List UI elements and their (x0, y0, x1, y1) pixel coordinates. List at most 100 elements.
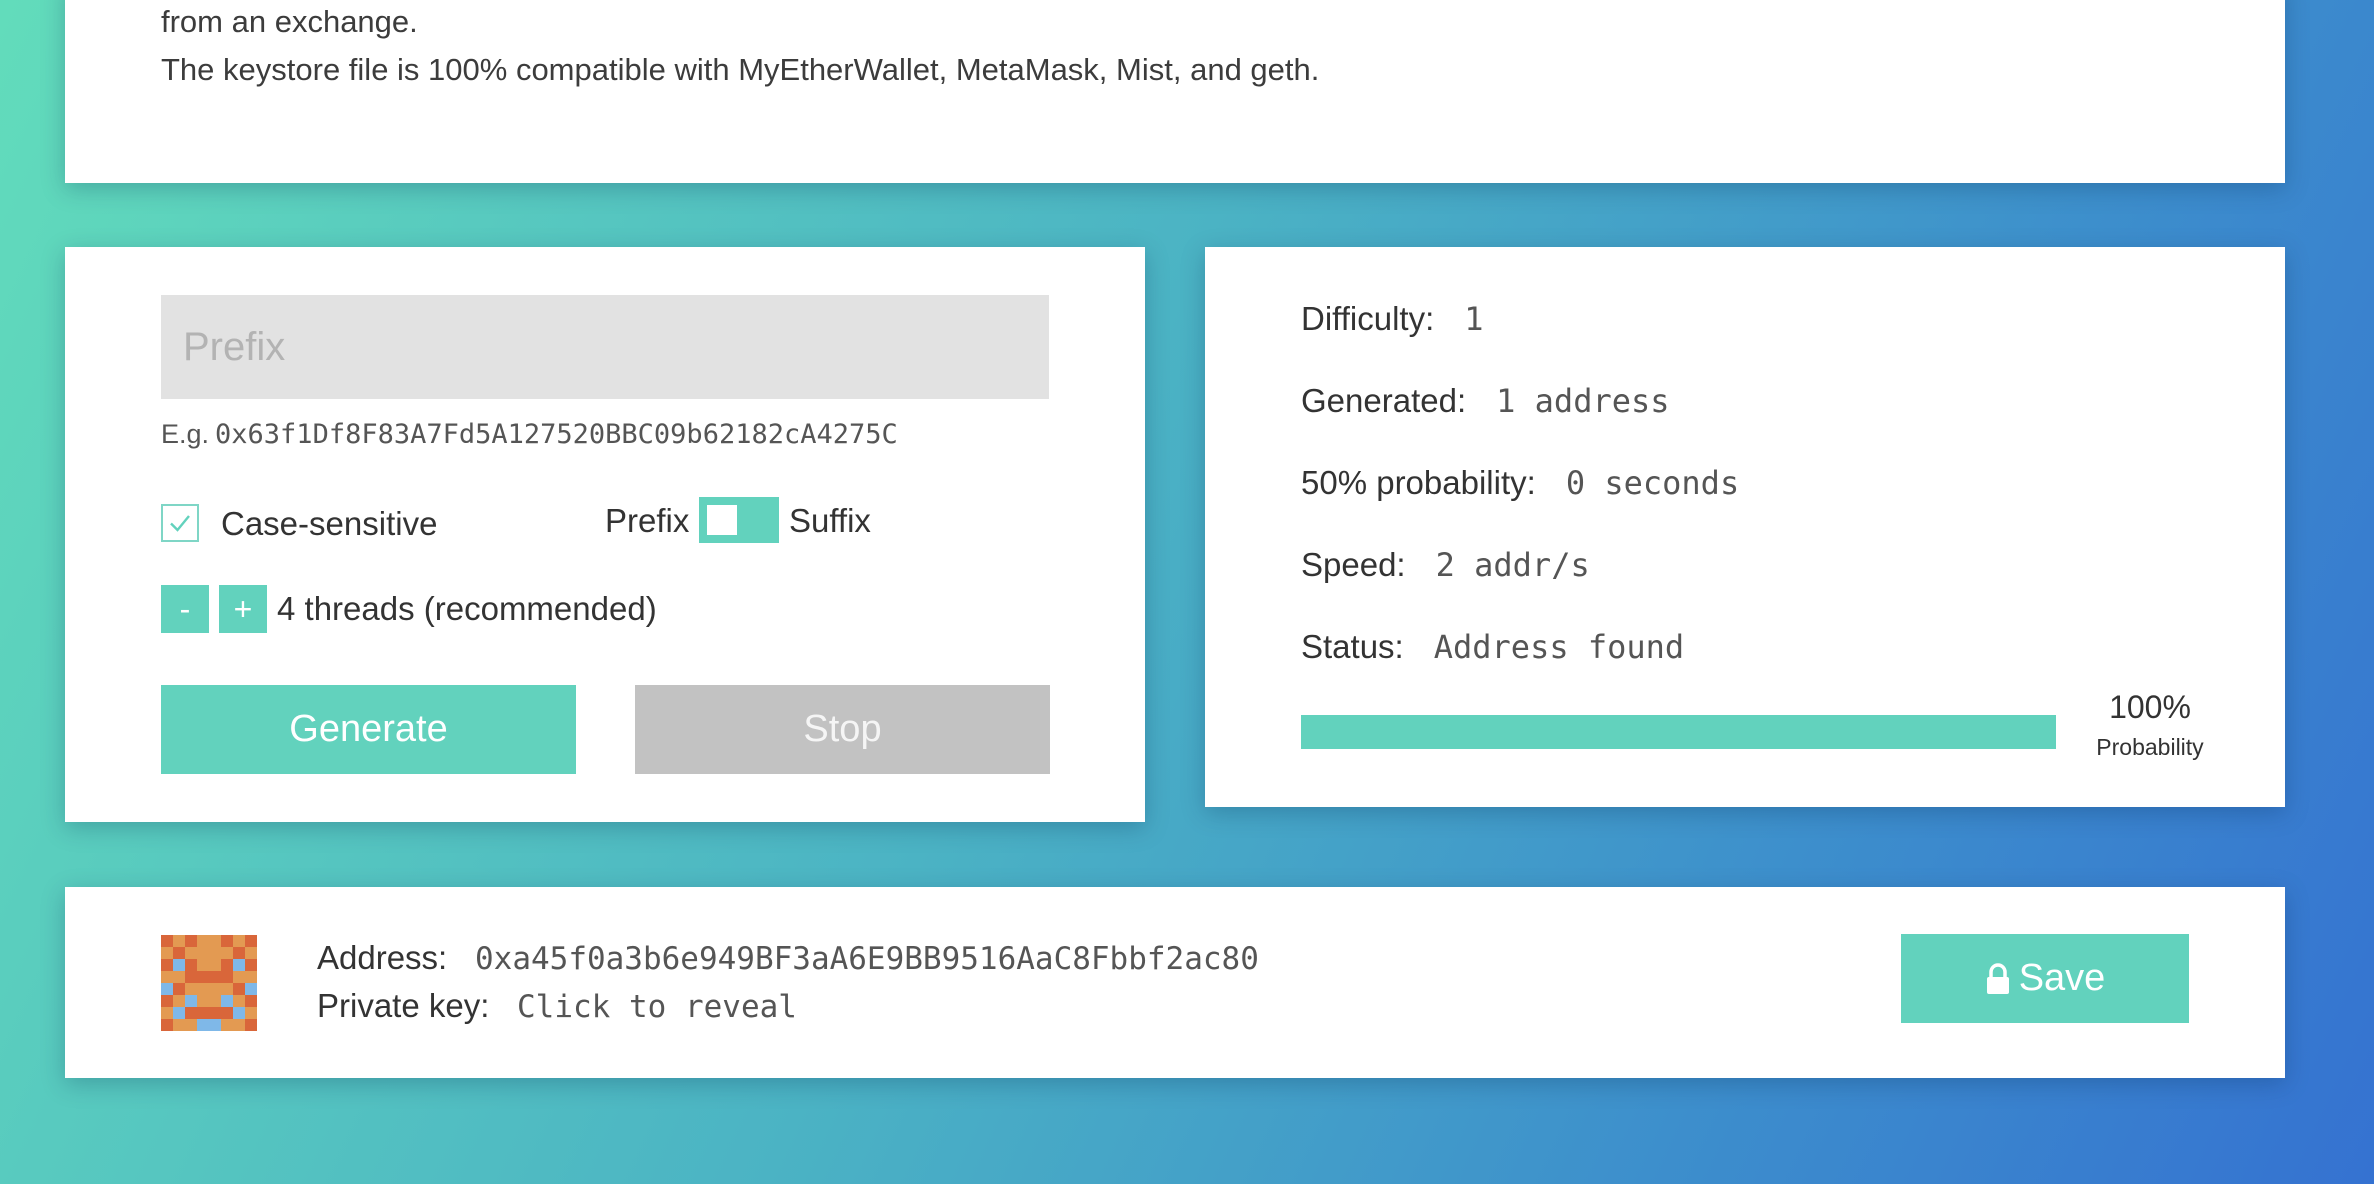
private-key-reveal[interactable]: Click to reveal (517, 989, 797, 1025)
identicon-pixel (233, 983, 245, 995)
probability50-row: 50% probability: 0 seconds (1301, 461, 1739, 505)
toggle-suffix-label: Suffix (789, 502, 871, 539)
checkmark-icon (170, 515, 190, 532)
compatibility-text: The keystore file is 100% compatible wit… (161, 52, 1320, 87)
identicon-pixel (221, 959, 233, 971)
identicon-pixel (209, 947, 221, 959)
status-value: Address found (1433, 628, 1685, 666)
private-key-label: Private key: (317, 987, 490, 1024)
probability-caption: Probability (2096, 734, 2204, 760)
generator-form-card: E.g.0x63f1Df8F83A7Fd5A127520BBC09b62182c… (65, 247, 1145, 822)
identicon-pixel (209, 1019, 221, 1031)
identicon-pixel (173, 983, 185, 995)
identicon-pixel (233, 935, 245, 947)
probability-progress-fill (1301, 715, 2056, 749)
speed-label: Speed: (1301, 546, 1406, 583)
identicon-pixel (161, 983, 173, 995)
identicon-pixel (245, 935, 257, 947)
example-row: E.g.0x63f1Df8F83A7Fd5A127520BBC09b62182c… (161, 419, 898, 450)
identicon-pixel (245, 983, 257, 995)
identicon-pixel (209, 983, 221, 995)
identicon-pixel (245, 995, 257, 1007)
decrease-threads-button[interactable]: - (161, 585, 209, 633)
save-button[interactable]: Save (1901, 934, 2189, 1023)
identicon-pixel (173, 959, 185, 971)
identicon-pixel (173, 935, 185, 947)
identicon-pixel (233, 959, 245, 971)
result-card: Address: 0xa45f0a3b6e949BF3aA6E9BB9516Aa… (65, 887, 2285, 1078)
status-row: Status: Address found (1301, 625, 1684, 669)
speed-row: Speed: 2 addr/s (1301, 543, 1590, 587)
intro-text-line: from an exchange. (161, 4, 418, 39)
threads-count-text: 4 threads (recommended) (277, 590, 657, 627)
identicon-pixel (173, 995, 185, 1007)
difficulty-label: Difficulty: (1301, 300, 1435, 337)
identicon-pixel (197, 983, 209, 995)
identicon-pixel (173, 971, 185, 983)
identicon-pixel (221, 1007, 233, 1019)
identicon-pixel (185, 983, 197, 995)
identicon-pixel (185, 971, 197, 983)
generate-button[interactable]: Generate (161, 685, 576, 774)
identicon-pixel (161, 959, 173, 971)
prefix-suffix-toggle[interactable] (699, 497, 779, 543)
statistics-card: Difficulty: 1 Generated: 1 address 50% pro… (1205, 247, 2285, 807)
example-address: 0x63f1Df8F83A7Fd5A127520BBC09b62182cA427… (215, 419, 898, 450)
difficulty-value: 1 (1464, 300, 1484, 338)
generated-label: Generated: (1301, 382, 1467, 419)
lock-icon (1985, 962, 2011, 995)
identicon-pixel (197, 959, 209, 971)
identicon-pixel (185, 1007, 197, 1019)
identicon-pixel (233, 947, 245, 959)
stop-button[interactable]: Stop (635, 685, 1050, 774)
intro-card: from an exchange. The keystore file is 1… (65, 0, 2285, 183)
identicon-pixel (185, 947, 197, 959)
prefix-input[interactable] (161, 295, 1049, 399)
difficulty-row: Difficulty: 1 (1301, 297, 1484, 341)
probability-progress-bar (1301, 715, 2056, 749)
identicon-pixel (245, 1019, 257, 1031)
probability50-label: 50% probability: (1301, 464, 1536, 501)
address-value: 0xa45f0a3b6e949BF3aA6E9BB9516AaC8Fbbf2ac… (475, 941, 1259, 977)
identicon-pixel (245, 1007, 257, 1019)
identicon-pixel (173, 1019, 185, 1031)
identicon-pixel (173, 947, 185, 959)
speed-value: 2 addr/s (1435, 546, 1590, 584)
identicon-pixel (185, 1019, 197, 1031)
identicon-pixel (197, 935, 209, 947)
identicon-pixel (221, 947, 233, 959)
identicon-pixel (209, 1007, 221, 1019)
identicon-pixel (197, 1007, 209, 1019)
identicon-pixel (221, 935, 233, 947)
toggle-knob (707, 505, 737, 535)
identicon-pixel (161, 1007, 173, 1019)
identicon-pixel (233, 971, 245, 983)
case-sensitive-checkbox[interactable] (161, 504, 199, 542)
generated-value: 1 address (1496, 382, 1670, 420)
identicon-pixel (161, 971, 173, 983)
identicon-pixel (209, 971, 221, 983)
identicon-pixel (245, 959, 257, 971)
identicon-pixel (209, 995, 221, 1007)
status-label: Status: (1301, 628, 1404, 665)
identicon-pixel (221, 971, 233, 983)
identicon-pixel (185, 959, 197, 971)
increase-threads-button[interactable]: + (219, 585, 267, 633)
identicon-pixel (233, 1019, 245, 1031)
address-label: Address: (317, 939, 448, 976)
identicon-pixel (161, 1019, 173, 1031)
identicon-pixel (185, 995, 197, 1007)
identicon-pixel (197, 947, 209, 959)
identicon-pixel (197, 1019, 209, 1031)
identicon-pixel (221, 995, 233, 1007)
example-label: E.g. (161, 419, 210, 449)
identicon-pixel (161, 995, 173, 1007)
probability50-value: 0 seconds (1565, 464, 1740, 502)
probability-percent: 100% (2109, 689, 2191, 725)
identicon-pixel (185, 935, 197, 947)
identicon-pixel (161, 947, 173, 959)
identicon-pixel (221, 983, 233, 995)
identicon-pixel (245, 971, 257, 983)
generated-row: Generated: 1 address (1301, 379, 1670, 423)
identicon-pixel (197, 971, 209, 983)
